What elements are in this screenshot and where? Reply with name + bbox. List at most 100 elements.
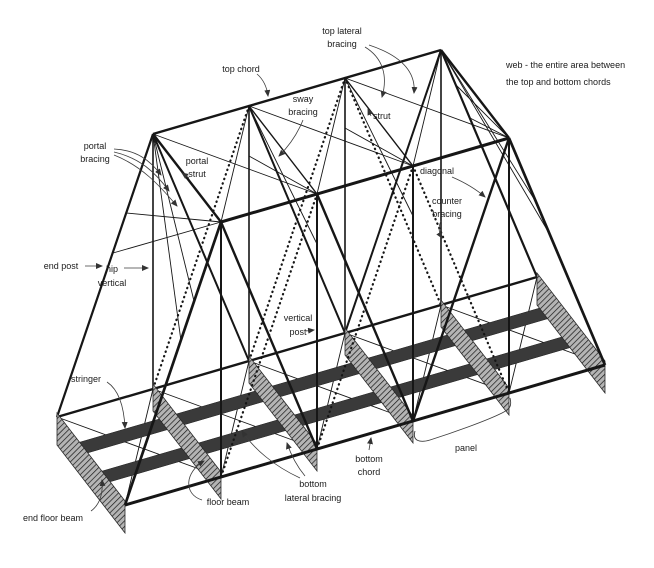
floor-beam-leader-line [188, 460, 205, 501]
portal-bracing-label-line: bracing [80, 154, 110, 164]
web-note-label-line: web - the entire area between [506, 60, 626, 70]
truss-member [440, 49, 537, 203]
diagonal-leader-line [451, 176, 486, 198]
truss-member [124, 363, 606, 507]
stringer-label-line: stringer [70, 374, 102, 384]
top-lateral-bracing-label-line: top lateral [322, 26, 362, 36]
truss-member [220, 136, 510, 224]
portal-strut-label-line: strut [188, 169, 206, 179]
counter-bracing-leader-line [436, 220, 443, 239]
truss-member [344, 49, 442, 334]
counter-bracing-member [343, 76, 443, 307]
floor-beam-label-line: floor beam [206, 497, 250, 507]
truss-member [248, 105, 414, 167]
truss-member [344, 77, 510, 139]
floor-beam-plate [440, 298, 510, 417]
bottom-lateral-bracing-label: bottom lateral bracing [285, 477, 342, 505]
counter-bracing-label-line: bracing [432, 209, 462, 219]
end-floor-beam-leader-line [90, 479, 106, 512]
bottom-lateral-bracing-leader-line [241, 430, 301, 479]
truss-member [440, 49, 510, 139]
truss-member [439, 49, 539, 278]
counter-bracing-member [315, 164, 415, 451]
vertical-post-label: vertical post [284, 311, 313, 339]
stringer-leader-line [106, 381, 128, 429]
end-post-label-line: end post [43, 261, 79, 271]
truss-member [123, 221, 223, 506]
web-note-label-line: the top and bottom chords [506, 77, 611, 87]
portal-bracing-leader-line [113, 148, 162, 176]
floor-beam-plate [248, 354, 318, 473]
counter-bracing-member [219, 192, 319, 479]
truss-member [248, 105, 318, 195]
portal-bracing-leader-line [113, 151, 170, 192]
hip-vertical-label-line: hip [105, 264, 119, 274]
top-chord-leader-line [256, 73, 271, 97]
near-truss-members [123, 136, 607, 507]
truss-member [55, 133, 155, 418]
counter-bracing-member [411, 164, 511, 395]
truss-member [469, 117, 510, 139]
bottom-chord-label-line: chord [357, 467, 381, 477]
top-lateral-bracing-label-line: bracing [327, 39, 357, 49]
vertical-post-label-line: post [289, 327, 307, 337]
portal-strut-label-line: portal [185, 156, 209, 166]
truss-member [152, 133, 318, 195]
vertical-post-leader-line [305, 327, 315, 334]
sway-bracing-leader-line [278, 119, 304, 157]
truss-member [112, 221, 222, 254]
web-note-label: web - the entire area between the top and… [506, 57, 625, 91]
truss-member [454, 83, 510, 139]
truss-member [152, 48, 442, 136]
diagonal-label-line: diagonal [419, 166, 455, 176]
top-chord-label-line: top chord [222, 64, 260, 74]
stringer-label: stringer [71, 373, 101, 386]
floor-beam-plate [152, 382, 222, 501]
hip-vertical-label: hip vertical [98, 262, 127, 290]
sway-bracing-label-line: sway [292, 94, 314, 104]
counter-bracing-member [247, 76, 347, 363]
panel-label: panel [455, 442, 477, 455]
strut-label-line: strut [373, 111, 391, 121]
end-floor-beam-plate [56, 411, 126, 535]
truss-member [411, 137, 511, 422]
strut-leader-line [367, 108, 374, 117]
truss-member [248, 360, 414, 422]
top-lateral-bracing-leader-line [368, 44, 418, 94]
truss-member [125, 212, 222, 223]
diagonal-label: diagonal [420, 165, 454, 178]
far-truss-and-bracing-members [55, 48, 606, 506]
portal-bracing-label-line: portal [83, 141, 107, 151]
bottom-chord-label-line: bottom [355, 454, 383, 464]
portal-bracing-label: portal bracing [80, 140, 110, 166]
hip-vertical-label-line: vertical [97, 278, 127, 288]
panel-label-line: panel [454, 443, 478, 453]
vertical-post-label-line: vertical [283, 313, 313, 323]
portal-bracing-leader-line [113, 154, 178, 207]
portal-strut-label: portal strut [186, 155, 209, 181]
truss-member [507, 137, 607, 366]
bottom-lateral-bracing-label-line: bottom [299, 479, 327, 489]
truss-member [152, 388, 318, 450]
bottom-lateral-bracing-label-line: lateral bracing [284, 493, 342, 503]
bottom-chord-leader-line [367, 437, 373, 451]
top-chord-label: top chord [222, 63, 260, 76]
top-lateral-bracing-leader-line [364, 46, 387, 98]
panel-bracket [413, 397, 512, 442]
bottom-chord-label: bottom chord [355, 453, 383, 479]
truss-member [344, 332, 510, 394]
truss-member [344, 77, 414, 167]
truss-member [344, 127, 414, 167]
panel-span-bracket [413, 397, 512, 442]
strut-label: strut [373, 110, 391, 123]
top-lateral-bracing-label: top lateral bracing [322, 25, 362, 51]
end-floor-beam-plate [536, 271, 606, 395]
counter-bracing-member [151, 104, 251, 391]
end-post-label: end post [44, 260, 79, 273]
truss-member [56, 416, 222, 478]
portal-strut-leader-line [181, 172, 190, 179]
truss-member [248, 155, 318, 195]
